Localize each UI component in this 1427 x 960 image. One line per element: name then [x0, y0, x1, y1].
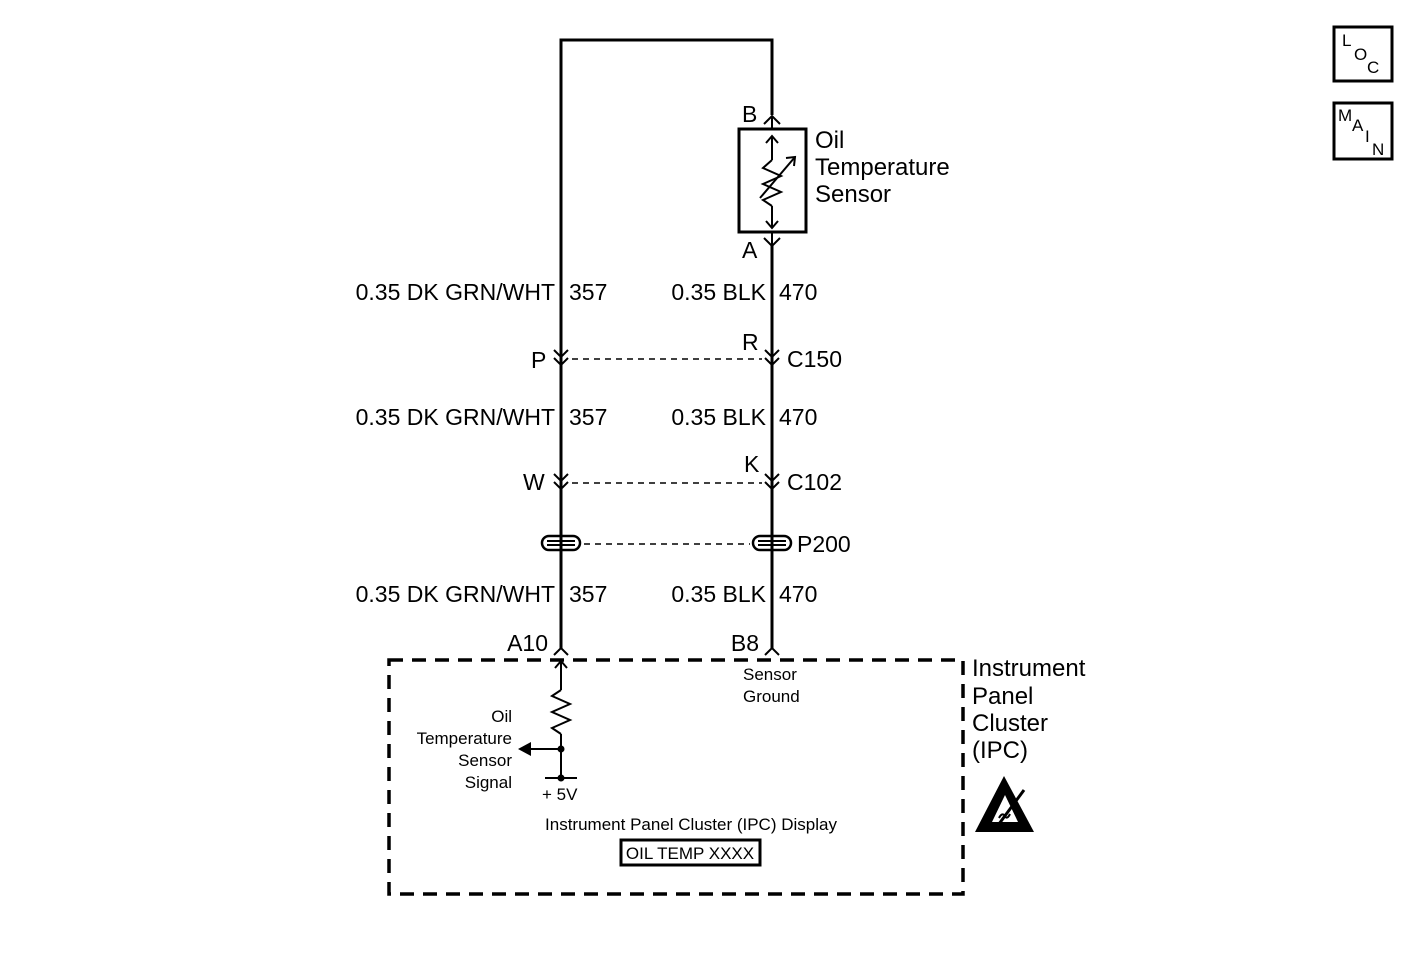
- main-button[interactable]: M A I N: [1332, 101, 1394, 161]
- sensor-ground-line-1: Sensor: [743, 665, 797, 684]
- signal-label-line-3: Sensor: [458, 751, 512, 770]
- ipc-pin-b8-terminal-icon: [764, 646, 780, 656]
- wire-470-circuit-3: 470: [779, 581, 817, 607]
- ipc-pin-a10-terminal-icon: [553, 646, 569, 656]
- wire-357: [559, 38, 774, 648]
- c150-right-terminal-icon: [764, 349, 780, 359]
- ipc-name-line-4: (IPC): [972, 737, 1028, 764]
- main-letter-m: M: [1338, 106, 1352, 125]
- main-letter-i: I: [1365, 127, 1370, 146]
- connector-c102: W K C102: [523, 451, 842, 495]
- ipc-display-title: Instrument Panel Cluster (IPC) Display: [545, 815, 837, 834]
- signal-label-line-2: Temperature: [417, 729, 512, 748]
- wire-357-circuit-1: 357: [569, 279, 607, 305]
- wire-470-color-1: 0.35 BLK: [671, 279, 766, 305]
- ipc-name-line-3: Cluster: [972, 710, 1048, 737]
- wire-470-circuit-2: 470: [779, 404, 817, 430]
- loc-letter-l: L: [1342, 31, 1351, 50]
- main-letter-a: A: [1352, 116, 1364, 135]
- signal-label-line-4: Signal: [465, 773, 512, 792]
- c102-left-terminal-icon: [553, 473, 569, 483]
- ipc-name-line-1: Instrument: [972, 655, 1086, 682]
- ipc-display-box: OIL TEMP XXXX: [619, 838, 762, 867]
- thermistor-icon: [759, 134, 797, 230]
- sensor-name-line-1: Oil: [815, 127, 844, 154]
- sensor-pin-a-label: A: [742, 237, 758, 263]
- c150-name: C150: [787, 346, 842, 372]
- supply-voltage-label: + 5V: [542, 785, 578, 804]
- ipc-display-text: OIL TEMP XXXX: [626, 844, 754, 863]
- ipc-name-line-2: Panel: [972, 683, 1033, 710]
- loc-letter-o: O: [1354, 45, 1367, 64]
- c150-left-terminal-icon: [553, 349, 569, 359]
- instrument-panel-cluster: A10 B8 Sensor Ground Oil Temperature Sen…: [387, 630, 1086, 896]
- c150-left-pin: P: [531, 347, 546, 373]
- sensor-name-line-3: Sensor: [815, 181, 891, 208]
- grommet-p200: P200: [540, 530, 851, 557]
- sensor-pin-b-label: B: [742, 101, 757, 127]
- loc-letter-c: C: [1367, 58, 1379, 77]
- wire-470-color-3: 0.35 BLK: [671, 581, 766, 607]
- wire-470-circuit-1: 470: [779, 279, 817, 305]
- wire-357-color-3: 0.35 DK GRN/WHT: [356, 581, 555, 607]
- sensor-pin-a-terminal-icon: [763, 237, 781, 248]
- c102-right-pin: K: [744, 451, 760, 477]
- ipc-pin-b8: B8: [731, 630, 759, 656]
- oil-temperature-sensor: B A Oil Temperature Sensor: [737, 101, 950, 263]
- wire-labels: 0.35 DK GRN/WHT 357 0.35 BLK 470 0.35 DK…: [356, 279, 818, 607]
- signal-arrow-icon: [518, 742, 561, 756]
- wire-357-circuit-3: 357: [569, 581, 607, 607]
- main-letter-n: N: [1372, 140, 1384, 159]
- wire-470-color-2: 0.35 BLK: [671, 404, 766, 430]
- sensor-name-line-2: Temperature: [815, 154, 950, 181]
- p200-name: P200: [797, 531, 851, 557]
- ipc-pin-a10: A10: [507, 630, 548, 656]
- wire-357-circuit-2: 357: [569, 404, 607, 430]
- wire-357-color-2: 0.35 DK GRN/WHT: [356, 404, 555, 430]
- c102-right-terminal-icon: [764, 473, 780, 483]
- c102-name: C102: [787, 469, 842, 495]
- p200-left-grommet-icon: [540, 530, 582, 556]
- pull-up-resistor-icon: [545, 659, 577, 782]
- p200-right-grommet-icon: [751, 530, 793, 556]
- signal-label-line-1: Oil: [491, 707, 512, 726]
- wire-357-color-1: 0.35 DK GRN/WHT: [356, 279, 555, 305]
- loc-button[interactable]: L O C: [1332, 25, 1394, 83]
- sensor-ground-line-2: Ground: [743, 687, 800, 706]
- connector-c150: P R C150: [531, 329, 842, 373]
- c102-left-pin: W: [523, 469, 545, 495]
- c150-right-pin: R: [742, 329, 759, 355]
- esd-warning-icon: [975, 776, 1034, 832]
